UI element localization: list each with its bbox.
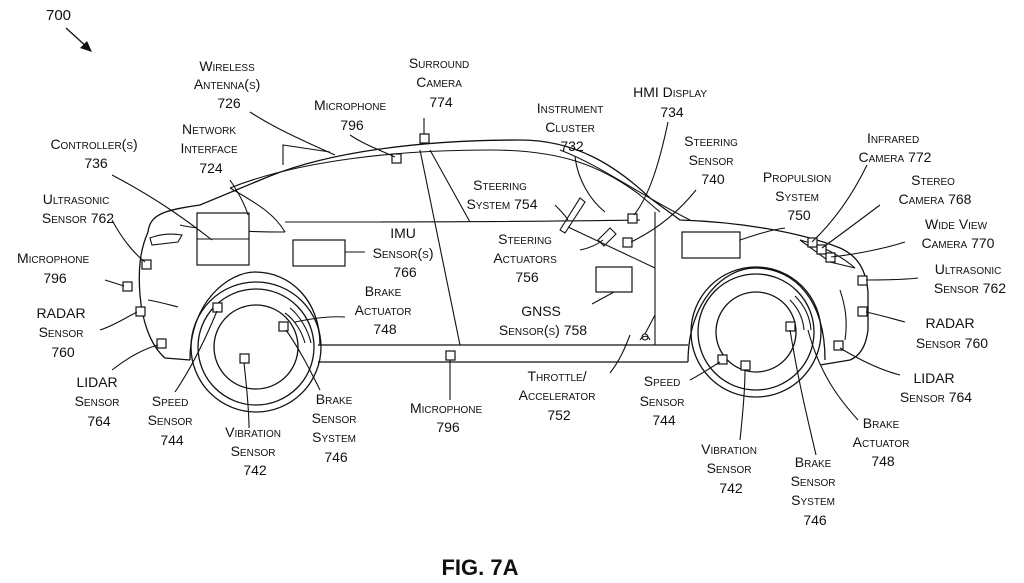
label-imu-sensor: IMU Sensor(s) 766	[373, 225, 438, 280]
label-wireless-antenna: Wireless Antenna(s) 726	[194, 58, 264, 111]
label-ultrasonic-front: Ultrasonic Sensor 762	[934, 261, 1006, 296]
label-network-interface: Network Interface 724	[180, 121, 241, 176]
label-brake-sensor-front: Brake Sensor System 746	[791, 454, 840, 528]
steering-sensor-marker	[623, 238, 632, 247]
label-instrument-cluster: Instrument Cluster 732	[537, 100, 608, 154]
radar-front-marker	[858, 307, 867, 316]
radar-rear-marker	[136, 307, 145, 316]
label-radar-rear: RADAR Sensor 760	[37, 305, 90, 360]
label-steering-sensor: Steering Sensor 740	[684, 133, 742, 187]
vibration-sensor-rear-marker	[240, 354, 249, 363]
imu-sensor-box	[293, 240, 345, 266]
label-hmi-display: HMI Display 734	[633, 84, 711, 120]
label-lidar-rear: LIDAR Sensor 764	[75, 374, 124, 429]
label-infrared-camera: Infrared Camera 772	[859, 130, 932, 165]
throttle-pedal-arm	[645, 315, 655, 334]
microphone-rear-marker	[123, 282, 132, 291]
label-steering-actuators: Steering Actuators 756	[493, 231, 560, 285]
wide-view-camera-marker	[826, 253, 835, 262]
label-gnss-sensor: GNSS Sensor(s) 758	[499, 303, 587, 338]
label-surround-camera: Surround Camera 774	[409, 55, 473, 110]
label-microphone-roof: Microphone 796	[314, 97, 390, 133]
label-speed-sensor-rear: Speed Sensor 744	[148, 393, 197, 448]
microphone-bottom-marker	[446, 351, 455, 360]
figure-caption: FIG. 7A	[441, 555, 518, 580]
label-controller: Controller(s) 736	[50, 136, 141, 171]
steering-column	[560, 198, 585, 233]
rear-wheel	[190, 272, 321, 412]
label-wide-view-camera: Wide View Camera 770	[922, 216, 995, 251]
vibration-sensor-front-marker	[741, 361, 750, 370]
label-brake-sensor-rear: Brake Sensor System 746	[312, 391, 361, 465]
surround-camera-marker	[420, 134, 429, 143]
figure-ref-number: 700	[46, 7, 71, 24]
hmi-display-marker	[628, 214, 637, 223]
label-microphone-rear: Microphone 796	[17, 250, 93, 286]
label-radar-front: RADAR Sensor 760	[916, 315, 988, 351]
label-speed-sensor-front: Speed Sensor 744	[640, 373, 689, 428]
steering-actuator-shape	[598, 228, 616, 246]
label-propulsion-system: Propulsion System 750	[763, 169, 835, 223]
label-vibration-sensor-front: Vibration Sensor 742	[701, 441, 761, 496]
label-throttle: Throttle/ Accelerator 752	[519, 368, 600, 423]
label-microphone-bottom: Microphone 796	[410, 400, 486, 435]
propulsion-system-box	[682, 232, 740, 258]
gnss-sensor-box	[596, 267, 632, 292]
label-steering-system: Steering System 754	[466, 177, 537, 212]
brake-sensor-front-marker	[786, 322, 795, 331]
label-brake-actuator-rear: Brake Actuator 748	[355, 283, 416, 337]
label-brake-actuator-front: Brake Actuator 748	[853, 415, 914, 469]
component-labels: Wireless Antenna(s) 726 Surround Camera …	[17, 55, 1006, 528]
label-stereo-camera: Stereo Camera 768	[899, 172, 972, 207]
lidar-rear-marker	[157, 339, 166, 348]
steering-linkage	[568, 227, 655, 268]
ultrasonic-front-marker	[858, 276, 867, 285]
brake-sensor-rear-marker	[279, 322, 288, 331]
label-vibration-sensor-rear: Vibration Sensor 742	[225, 424, 285, 478]
label-lidar-front: LIDAR Sensor 764	[900, 370, 972, 405]
infrared-camera-marker	[808, 238, 817, 247]
label-ultrasonic-rear: Ultrasonic Sensor 762	[42, 191, 114, 226]
front-wheel	[688, 267, 825, 397]
microphone-roof-marker	[392, 154, 401, 163]
speed-sensor-rear-marker	[213, 303, 222, 312]
